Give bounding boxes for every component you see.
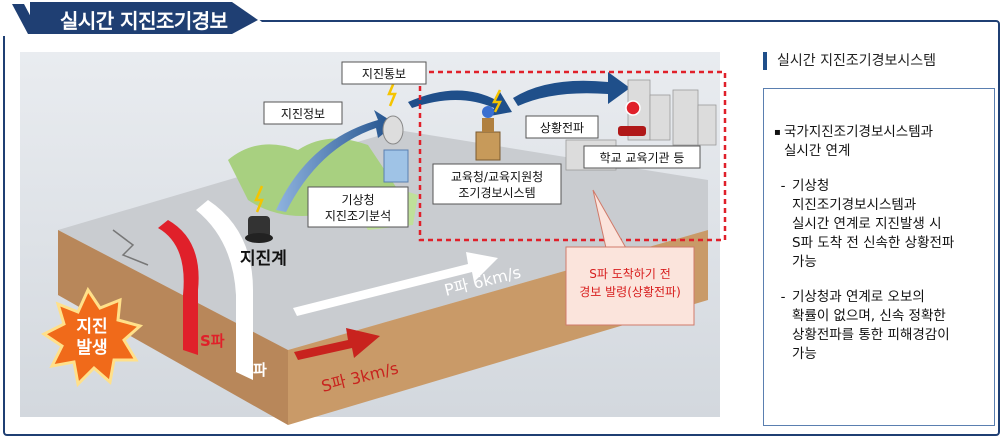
side-description-box: ▪ 국가지진조기경보시스템과 실시간 연계 - 기상청 지진조기경보시스템과 실… xyxy=(763,88,995,426)
arrow-seismometer-to-kma xyxy=(276,110,396,212)
s-wave-band-label: S파 xyxy=(200,332,225,350)
dash-item-1: - 기상청 지진조기경보시스템과 실시간 연계로 지진발생 시 S파 도착 전 … xyxy=(774,177,980,272)
ground-fault-crack xyxy=(112,229,149,266)
bullet-line: 실시간 연계 xyxy=(784,143,851,159)
dash2-line: 기상청과 연계로 오보의 xyxy=(792,289,925,305)
dash2-line: 확률이 없으며, 신속 정확한 xyxy=(792,308,946,324)
dash1-line: 가능 xyxy=(792,254,817,270)
school-alarm-icon xyxy=(618,126,646,136)
kma-analysis-line1: 기상청 xyxy=(341,193,374,207)
arrow-edu-to-school xyxy=(513,72,630,106)
eq-info-label: 지진정보 xyxy=(281,107,325,121)
dash1-line: S파 도착 전 신속한 상황전파 xyxy=(792,235,955,251)
eq-notice-label: 지진통보 xyxy=(362,67,406,81)
bullet-line: 국가지진조기경보시스템과 xyxy=(784,124,934,140)
title-tab xyxy=(0,0,262,36)
seismometer-icon xyxy=(245,185,273,243)
alert-note-box xyxy=(565,246,695,326)
situation-spread-label: 상황전파 xyxy=(540,121,584,135)
schools-label: 학교 교육기관 등 xyxy=(600,151,685,165)
dash-marker: - xyxy=(780,289,786,305)
earthquake-label-line2: 발생 xyxy=(76,338,107,358)
earthquake-warning-diagram: S파 P파 지진 발생 지진계 지진정보 지진 xyxy=(20,52,727,425)
earthquake-label-line1: 지진 xyxy=(76,317,107,337)
kma-station-icon xyxy=(382,79,409,183)
alert-note-line2: 경보 발령(상황전파) xyxy=(579,285,681,299)
bullet-marker: ▪ xyxy=(774,127,781,138)
dash2-line: 상황전파를 통한 피해경감이 xyxy=(792,327,950,343)
dash1-line: 기상청 xyxy=(792,178,830,194)
edu-system-line1: 교육청/교육지원청 xyxy=(451,170,543,184)
dash2-line: 가능 xyxy=(792,346,817,362)
dash1-line: 실시간 연계로 지진발생 시 xyxy=(792,216,942,232)
side-heading: 실시간 지진조기경보시스템 xyxy=(763,52,936,70)
alert-note-line1: S파 도착하기 전 xyxy=(589,267,671,281)
s-wave-arrow xyxy=(294,328,380,360)
dash-item-2: - 기상청과 연계로 오보의 확률이 없으며, 신속 정확한 상황전파를 통한 … xyxy=(774,288,980,364)
arrow-kma-to-edu xyxy=(408,90,512,116)
dash1-line: 지진조기경보시스템과 xyxy=(792,197,917,213)
alarm-siren-icon xyxy=(625,100,641,116)
page-title: 실시간 지진조기경보 xyxy=(60,9,228,33)
ground-left-face xyxy=(58,230,288,425)
p-wave-band-label: P파 xyxy=(242,361,267,379)
dash-marker: - xyxy=(780,178,786,194)
s-wave-band xyxy=(158,220,199,355)
p-wave-band xyxy=(196,200,253,380)
edu-office-icon xyxy=(475,89,503,161)
kma-analysis-line2: 지진조기분석 xyxy=(325,209,391,223)
seismometer-label: 지진계 xyxy=(240,249,287,269)
p-wave-arrow xyxy=(293,252,498,316)
earthquake-burst-icon xyxy=(41,286,144,388)
outer-frame xyxy=(3,20,1000,436)
edu-system-line2: 조기경보시스템 xyxy=(458,186,535,200)
bullet-item: ▪ 국가지진조기경보시스템과 실시간 연계 xyxy=(774,123,980,161)
warning-zone-dashed-box xyxy=(418,70,727,242)
